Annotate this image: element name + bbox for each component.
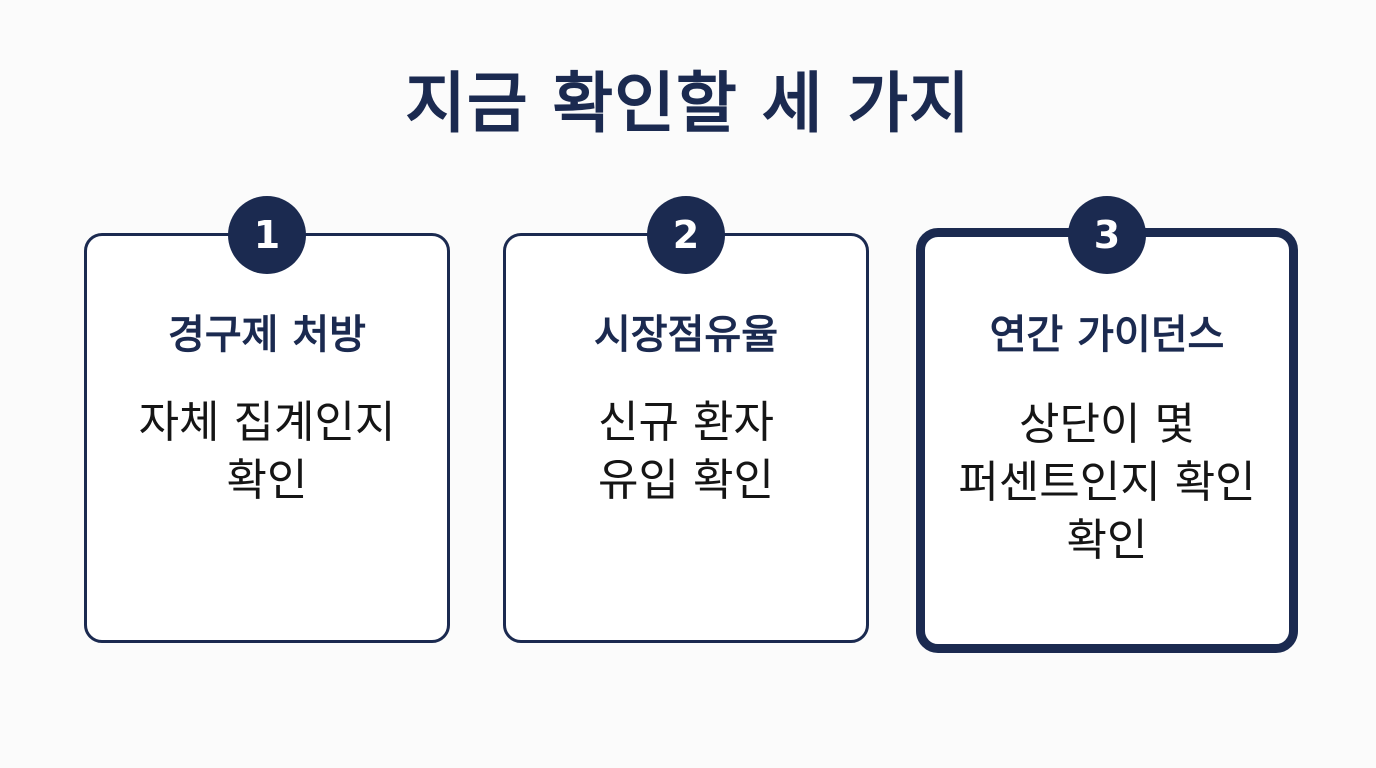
card-body-text: 신규 환자 유입 확인 [506, 394, 866, 510]
card-body-line: 확인 [1066, 515, 1148, 566]
step-number-badge-3: 3 [1068, 196, 1146, 274]
card-body-line: 확인 [226, 455, 308, 506]
card-heading: 경구제 처방 [168, 312, 366, 358]
card-body-line: 신규 환자 [598, 397, 774, 448]
card-body-text: 자체 집계인지 확인 [87, 394, 447, 510]
step-card-3-highlighted: 연간 가이던스 상단이 몇 퍼센트인지 확인 확인 [916, 228, 1298, 653]
card-body-line: 상단이 몇 [1019, 399, 1195, 450]
card-body-line: 퍼센트인지 확인 [958, 457, 1256, 508]
step-number-badge-2: 2 [647, 196, 725, 274]
page-title: 지금 확인할 세 가지 [405, 65, 971, 142]
card-body-text: 상단이 몇 퍼센트인지 확인 확인 [925, 396, 1289, 570]
card-heading: 시장점유율 [594, 312, 778, 358]
card-body-line: 자체 집계인지 [138, 397, 396, 448]
card-body-line: 유입 확인 [598, 455, 774, 506]
step-number-badge-1: 1 [228, 196, 306, 274]
step-card-1: 경구제 처방 자체 집계인지 확인 [84, 233, 450, 643]
step-card-2: 시장점유율 신규 환자 유입 확인 [503, 233, 869, 643]
card-heading: 연간 가이던스 [989, 312, 1225, 358]
